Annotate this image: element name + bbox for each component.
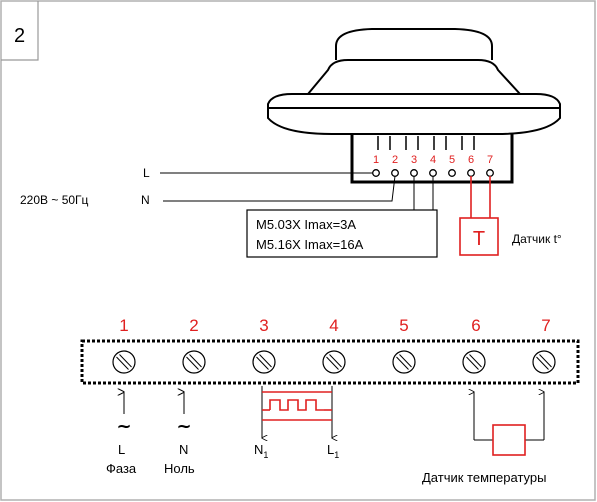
label-n: N [141,193,150,207]
label-l-letter: L [118,442,125,457]
screw-2 [182,350,206,374]
label-l1-main: L [327,442,334,457]
terminal-number: 2 [189,316,198,335]
sensor-box [459,217,499,256]
terminal-number: 3 [259,316,268,335]
label-l1-sub: 1 [334,450,339,460]
wire-n [163,175,396,202]
small-terminal-number: 2 [392,154,398,166]
small-terminal-number: 6 [468,154,474,166]
label-l1: L1 [327,442,339,460]
label-n1-main: N [254,442,263,457]
ac-tilde-l: ~ [116,416,131,437]
thermostat-base [267,108,561,135]
screw-6 [462,350,486,374]
screw-7 [532,350,556,374]
label-n1: N1 [254,442,268,460]
terminal-number: 4 [329,316,338,335]
label-n-letter: N [179,442,188,457]
thermostat-knob [335,28,493,60]
temperature-sensor-loop [474,392,544,456]
label-l: L [143,166,150,180]
small-terminal-number: 4 [430,154,436,166]
screw-3 [252,350,276,374]
terminal-number: 5 [399,316,408,335]
label-neutral: Ноль [164,461,195,476]
screw-1 [112,350,136,374]
terminal-strip [80,339,580,385]
label-n1-sub: 1 [263,450,268,460]
sensor-element [492,424,526,456]
terminal-number: 7 [541,316,550,335]
thermostat-upper-body [307,59,521,95]
small-terminal-number: 1 [373,154,379,166]
heating-element [262,386,332,438]
label-temperature-sensor: Датчик температуры [422,470,546,485]
terminal-housing [350,134,514,184]
sensor-symbol: T [473,228,485,250]
model-line-1: M5.03X Imax=3A [256,217,356,232]
screw-4 [322,350,346,374]
terminal-number: 6 [471,316,480,335]
small-terminal-number: 7 [487,154,493,166]
sensor-label: Датчик t° [512,232,562,246]
model-box [246,209,438,258]
supply-voltage-label: 220В ~ 50Гц [20,193,89,207]
small-terminal-number: 3 [411,154,417,166]
terminal-block: 1 2 3 4 5 6 7 [80,316,580,385]
thermostat-flange [267,93,561,109]
small-terminal-number: 5 [449,154,455,166]
figure-number: 2 [14,25,25,47]
model-line-2: M5.16X Imax=16A [256,237,364,252]
ac-tilde-n: ~ [176,416,191,437]
figure-number-box [1,1,39,61]
screw-5 [392,350,416,374]
label-phase: Фаза [106,461,137,476]
terminal-number: 1 [119,316,128,335]
thermostat-device: 1 2 3 4 5 6 7 [267,28,561,184]
